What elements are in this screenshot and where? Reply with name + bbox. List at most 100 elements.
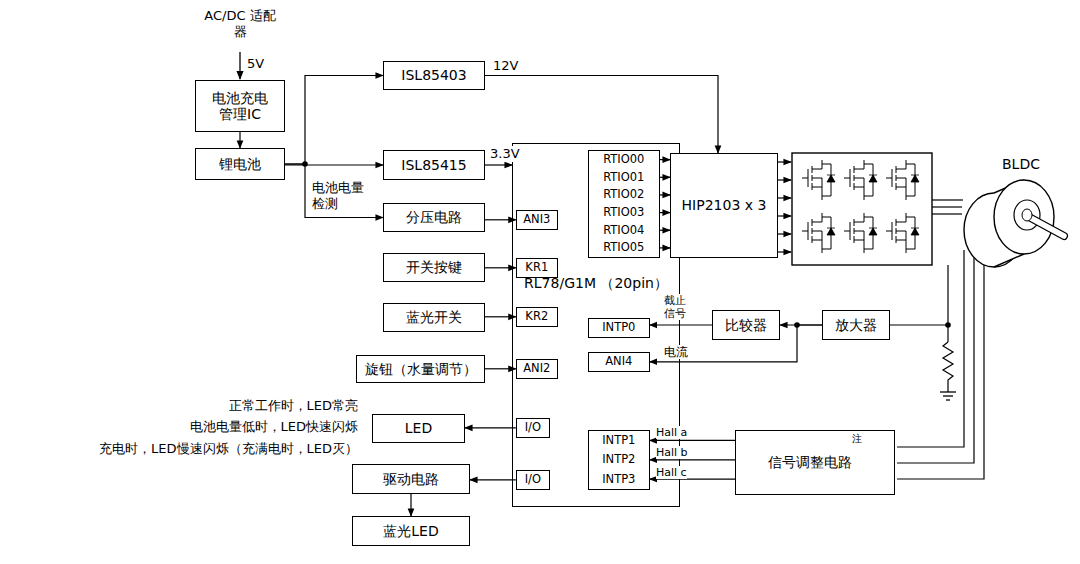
motor-face bbox=[994, 180, 1054, 254]
connector-line bbox=[239, 132, 240, 148]
connector-line bbox=[660, 247, 670, 248]
pin-box: I/O bbox=[516, 470, 550, 490]
gate-drive-arrow bbox=[778, 233, 791, 234]
mosfet-symbol bbox=[844, 160, 873, 200]
mosfet-symbol bbox=[802, 160, 831, 200]
block-box: ISL85415 bbox=[383, 150, 485, 180]
pin-name: RTIO05 bbox=[603, 241, 644, 254]
pin-name: ANI3 bbox=[523, 213, 550, 226]
connector-line bbox=[650, 459, 735, 460]
block-box: 放大器 bbox=[822, 310, 890, 340]
signal-connector bbox=[470, 479, 516, 480]
block-box: 比较器 bbox=[712, 310, 780, 340]
signal-connector bbox=[240, 132, 241, 148]
block-label: 信号调整电路 bbox=[768, 454, 852, 470]
diode-symbol bbox=[911, 175, 919, 182]
ground-symbol bbox=[946, 399, 950, 400]
pin-name: KR1 bbox=[525, 261, 548, 274]
hall-wire bbox=[897, 262, 984, 479]
signal-name: Hall b bbox=[656, 446, 688, 459]
note-text: 电池电量低时，LED快速闪烁 bbox=[190, 419, 358, 435]
note-mark: 注 bbox=[852, 433, 862, 445]
mosfet-symbol bbox=[886, 160, 915, 200]
signal-connector bbox=[285, 165, 383, 166]
pin-name: RTIO04 bbox=[603, 224, 644, 237]
pin-name: INTP2 bbox=[602, 453, 635, 466]
pin-name: I/O bbox=[525, 421, 541, 434]
connector-line bbox=[485, 164, 512, 165]
connector-line bbox=[470, 479, 516, 480]
pin-name: RTIO02 bbox=[603, 188, 644, 201]
amp-input-wire bbox=[890, 324, 948, 325]
connector-line bbox=[485, 76, 718, 154]
note-text: 充电时，LED慢速闪烁（充满电时，LED灭） bbox=[99, 441, 358, 457]
connector-line bbox=[650, 324, 712, 325]
bridge-box bbox=[792, 153, 932, 265]
connector-line bbox=[660, 212, 670, 213]
connector-line bbox=[660, 194, 670, 195]
connector-line bbox=[660, 230, 670, 231]
connector-line bbox=[285, 164, 383, 218]
wire-label: 电流 bbox=[664, 345, 688, 359]
block-box: 蓝光LED bbox=[352, 516, 470, 546]
block-box: 信号调整电路注 bbox=[735, 430, 895, 495]
block-box: 开关按键 bbox=[383, 253, 485, 282]
signal-name: Hall c bbox=[656, 466, 687, 479]
block-label: 锂电池 bbox=[219, 156, 261, 172]
signal-connector bbox=[660, 160, 670, 248]
shunt-wire bbox=[947, 265, 948, 342]
gate-drive-arrow bbox=[778, 251, 791, 252]
gate-drive-arrow bbox=[778, 215, 791, 216]
motor-hub bbox=[1014, 200, 1040, 230]
pin-name: RTIO01 bbox=[603, 171, 644, 184]
phase-wire bbox=[932, 213, 962, 214]
connector-line bbox=[410, 494, 411, 516]
block-box: 分压电路 bbox=[383, 203, 485, 232]
pin-name: INTP1 bbox=[602, 434, 635, 447]
pin-name: INTP3 bbox=[602, 473, 635, 486]
mcu-box: RL78/G1M （20pin）RTIO00RTIO01RTIO02RTIO03… bbox=[512, 143, 680, 507]
signal-connector bbox=[485, 76, 718, 154]
signal-connector bbox=[650, 440, 735, 479]
diode-symbol bbox=[911, 228, 919, 235]
adapter-arrow bbox=[239, 52, 240, 79]
diode-symbol bbox=[869, 175, 877, 182]
gate-drive-arrow bbox=[778, 197, 791, 198]
pin-box: ANI2 bbox=[516, 359, 558, 379]
pin-name: ANI4 bbox=[605, 355, 632, 368]
mosfet-symbol bbox=[844, 213, 873, 253]
connector-line bbox=[465, 427, 516, 428]
block-label: 驱动电路 bbox=[383, 471, 439, 487]
hall-wire bbox=[897, 256, 974, 463]
hall-wire bbox=[897, 250, 964, 447]
ground-symbol bbox=[943, 395, 953, 396]
wire-label: 截止 信号 bbox=[660, 294, 690, 320]
wire-label: 12V bbox=[493, 58, 518, 74]
motor-shaft bbox=[1029, 217, 1064, 236]
motor-edge bbox=[994, 254, 1024, 267]
connector-line bbox=[650, 440, 735, 441]
pin-name: INTP0 bbox=[602, 321, 635, 334]
pin-box: I/O bbox=[516, 418, 550, 438]
gate-drive-arrow bbox=[778, 161, 791, 162]
signal-name: Hall a bbox=[656, 426, 687, 439]
mosfet-bridge bbox=[802, 160, 919, 253]
signal-connector bbox=[465, 427, 516, 428]
block-label: 放大器 bbox=[835, 317, 877, 333]
signal-connector bbox=[411, 494, 412, 516]
signal-connector bbox=[485, 165, 512, 166]
block-box: LED bbox=[372, 414, 465, 443]
motor-shaft-end bbox=[1022, 209, 1032, 221]
signal-connector bbox=[285, 164, 383, 218]
bldc-motor bbox=[964, 180, 1064, 267]
block-label: ISL85403 bbox=[401, 67, 466, 83]
pin-box: RTIO00RTIO01RTIO02RTIO03RTIO04RTIO05 bbox=[588, 150, 660, 258]
block-label: 旋钮（水量调节） bbox=[365, 361, 477, 377]
block-label: ISL85415 bbox=[401, 157, 466, 173]
connector-line bbox=[660, 177, 670, 178]
mosfet-symbol bbox=[886, 213, 915, 253]
phase-wire bbox=[932, 199, 963, 200]
pin-box: KR2 bbox=[516, 307, 558, 327]
block-box: ISL85403 bbox=[383, 61, 485, 90]
